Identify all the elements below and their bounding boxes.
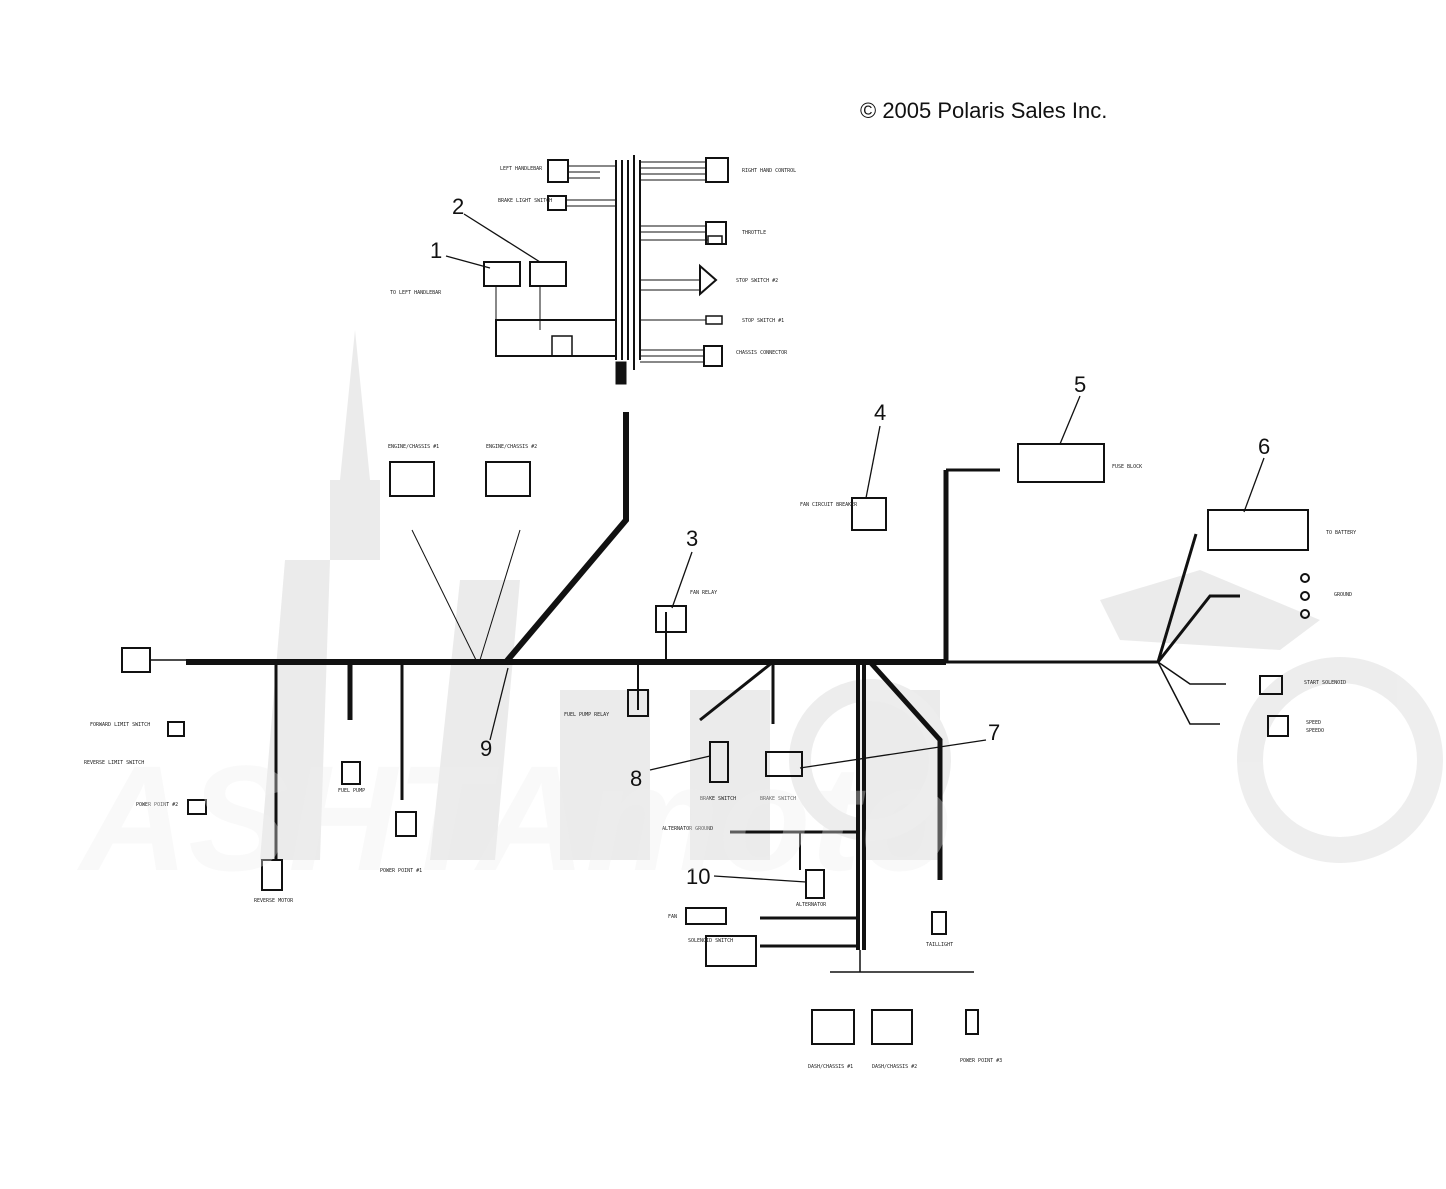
label-chassis-connector: CHASSIS CONNECTOR <box>736 350 788 356</box>
label-ground: GROUND <box>1334 592 1352 598</box>
dash-chassis-2-box <box>871 1009 913 1045</box>
label-speedo: SPEEDO <box>1306 728 1324 734</box>
label-fan: FAN <box>668 914 677 920</box>
handlebar-sub-harness <box>483 155 729 385</box>
label-power-point-3: POWER POINT #3 <box>960 1058 1002 1064</box>
callout-4: 4 <box>874 400 886 425</box>
label-power-point-2: POWER POINT #2 <box>136 802 178 808</box>
label-brake-light-switch: BRAKE LIGHT SWITCH <box>498 198 552 204</box>
label-engine-chassis-2: ENGINE/CHASSIS #2 <box>486 444 537 450</box>
component-labels: TO LEFT HANDLEBAR LEFT HANDLEBAR BRAKE L… <box>84 166 1356 1070</box>
label-fuse-block: FUSE BLOCK <box>1112 464 1142 470</box>
fan-relay-box <box>655 605 687 633</box>
label-dash-chassis-1: DASH/CHASSIS #1 <box>808 1064 853 1070</box>
callout-5: 5 <box>1074 372 1086 397</box>
label-start-solenoid: START SOLENOID <box>1304 680 1346 686</box>
label-fuel-pump-relay: FUEL PUMP RELAY <box>564 712 609 718</box>
components <box>167 443 1310 1045</box>
label-brake-switch-b: BRAKE SWITCH <box>760 796 796 802</box>
fuel-pump-relay-box <box>627 689 649 717</box>
start-solenoid-box <box>1259 675 1283 695</box>
label-dash-chassis-2: DASH/CHASSIS #2 <box>872 1064 917 1070</box>
fan-box <box>685 907 727 925</box>
callout-6: 6 <box>1258 434 1270 459</box>
callout-leaders <box>445 213 1265 883</box>
reverse-motor-box <box>261 859 283 891</box>
brake-switch-b-box <box>765 751 803 777</box>
label-throttle: THROTTLE <box>742 230 766 236</box>
copyright-notice: © 2005 Polaris Sales Inc. <box>860 98 1108 123</box>
alternator-box <box>805 869 825 899</box>
solenoid-switch-box <box>705 935 757 967</box>
label-alternator-ground: ALTERNATOR GROUND <box>662 826 713 832</box>
label-to-battery: TO BATTERY <box>1326 530 1356 536</box>
engine-chassis-connectors <box>389 461 531 661</box>
label-power-point-1: POWER POINT #1 <box>380 868 422 874</box>
label-taillight: TAILLIGHT <box>926 942 953 948</box>
callout-numbers: 1 2 3 4 5 6 7 8 9 10 <box>430 194 1270 889</box>
label-alternator: ALTERNATOR <box>796 902 827 908</box>
label-speedometer: SPEED <box>1306 720 1321 726</box>
main-trunk <box>121 412 1240 973</box>
label-fan-circuit-breaker: FAN CIRCUIT BREAKER <box>800 502 858 508</box>
label-fuel-pump: FUEL PUMP <box>338 788 365 794</box>
label-brake-switch: BRAKE SWITCH <box>700 796 736 802</box>
label-left-handlebar-top: LEFT HANDLEBAR <box>500 166 543 172</box>
speedometer-box <box>1267 715 1289 737</box>
label-reverse-motor: REVERSE MOTOR <box>254 898 294 904</box>
brake-switch-box <box>709 741 729 783</box>
fuel-pump-box <box>341 761 361 785</box>
fuse-block-box <box>1017 443 1105 483</box>
power-point-2-box <box>187 799 207 815</box>
label-stop-switch-1: STOP SWITCH #1 <box>742 318 784 324</box>
label-engine-chassis-1: ENGINE/CHASSIS #1 <box>388 444 439 450</box>
label-right-hand-control: RIGHT HAND CONTROL <box>742 168 796 174</box>
watermark-logo <box>260 330 1443 863</box>
label-stop-switch-2: STOP SWITCH #2 <box>736 278 778 284</box>
watermark-text: ASHTAmoto <box>76 734 952 902</box>
callout-3: 3 <box>686 526 698 551</box>
taillight-box <box>931 911 947 935</box>
fan-circuit-breaker-box <box>851 497 887 531</box>
power-point-3-box <box>965 1009 979 1035</box>
callout-8: 8 <box>630 766 642 791</box>
power-point-1-box <box>395 811 417 837</box>
label-fan-relay: FAN RELAY <box>690 590 717 596</box>
callout-1: 1 <box>430 238 442 263</box>
label-solenoid-switch: SOLENOID SWITCH <box>688 938 733 944</box>
label-left-handlebar: TO LEFT HANDLEBAR <box>390 290 442 296</box>
callout-9: 9 <box>480 736 492 761</box>
dash-chassis-1-box <box>811 1009 855 1045</box>
callout-10: 10 <box>686 864 710 889</box>
label-forward-limit-switch: FORWARD LIMIT SWITCH <box>90 722 150 728</box>
battery-terminal-box <box>1207 509 1309 551</box>
label-reverse-limit-switch: REVERSE LIMIT SWITCH <box>84 760 144 766</box>
callout-7: 7 <box>988 720 1000 745</box>
callout-2: 2 <box>452 194 464 219</box>
forward-limit-switch-box <box>167 721 185 737</box>
